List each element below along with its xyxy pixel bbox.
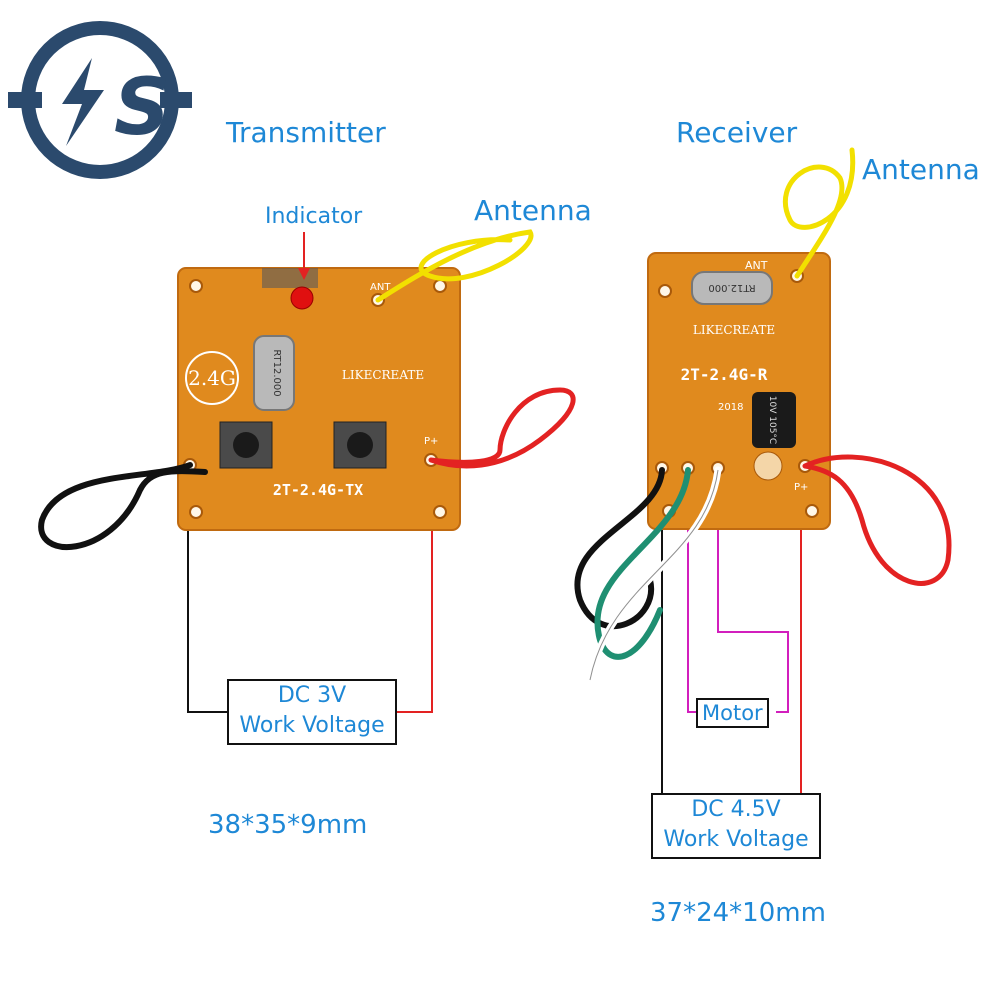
rx-voltage-box: DC 4.5V Work Voltage <box>651 793 821 859</box>
tx-voltage-line2: Work Voltage <box>239 713 385 738</box>
tx-button-left <box>219 421 273 469</box>
tx-brand: LIKECREATE <box>342 368 424 382</box>
tx-dimensions: 38*35*9mm <box>208 810 368 840</box>
tx-voltage-line1: DC 3V <box>277 683 347 708</box>
rx-motor-lead-1 <box>687 468 698 713</box>
rx-model: 2T-2.4G-R <box>681 365 768 384</box>
transmitter-board: 2.4G RT12.000 LIKECREATE 2T-2.4G-TX ANT … <box>177 267 461 531</box>
rx-brand: LIKECREATE <box>693 323 775 337</box>
rx-date: 2018 <box>718 402 743 413</box>
rx-crystal-label: RT12.000 <box>708 282 755 293</box>
rx-pos-pin: P+ <box>794 482 808 493</box>
rx-motor-lead-2 <box>717 468 789 713</box>
logo-letter: S <box>114 63 170 153</box>
indicator-led <box>290 286 314 310</box>
rx-voltage-line1: DC 4.5V <box>691 797 781 822</box>
rx-crystal <box>691 271 773 305</box>
rx-ant-pin: ANT <box>745 259 768 272</box>
rx-dimensions: 37*24*10mm <box>650 898 826 928</box>
motor-label: Motor <box>696 698 769 728</box>
tx-red-lead <box>396 460 433 713</box>
tx-voltage-box: DC 3V Work Voltage <box>227 679 397 745</box>
receiver-board: RT12.000 ANT LIKECREATE 2T-2.4G-R 2018 1… <box>647 252 831 530</box>
indicator-label: Indicator <box>265 204 363 229</box>
tx-crystal-label: RT12.000 <box>271 349 282 396</box>
tx-model: 2T-2.4G-TX <box>273 481 363 499</box>
rx-antenna-wire <box>782 147 856 279</box>
receiver-title: Receiver <box>676 116 798 149</box>
rx-capacitor <box>752 392 796 448</box>
tx-antenna-wire <box>375 229 534 303</box>
transmitter-title: Transmitter <box>226 116 386 149</box>
tx-crystal <box>253 335 295 411</box>
tx-button-right <box>333 421 387 469</box>
rx-black-wire <box>574 467 665 630</box>
tx-badge: 2.4G <box>188 366 236 390</box>
tx-black-lead <box>187 465 228 713</box>
rx-red-wire <box>802 454 952 586</box>
tx-pos-pin: P+ <box>424 436 438 447</box>
rx-cap-label: 10V 105°C <box>767 396 777 444</box>
rx-voltage-line2: Work Voltage <box>663 827 809 852</box>
tx-ant-pin: ANT <box>370 282 391 293</box>
rx-antenna-label: Antenna <box>862 153 980 186</box>
rx-green-wire <box>594 467 691 660</box>
brand-logo: S <box>8 21 192 179</box>
tx-red-wire <box>428 387 576 469</box>
tx-black-wire <box>38 462 208 551</box>
tx-antenna-label: Antenna <box>474 194 592 227</box>
